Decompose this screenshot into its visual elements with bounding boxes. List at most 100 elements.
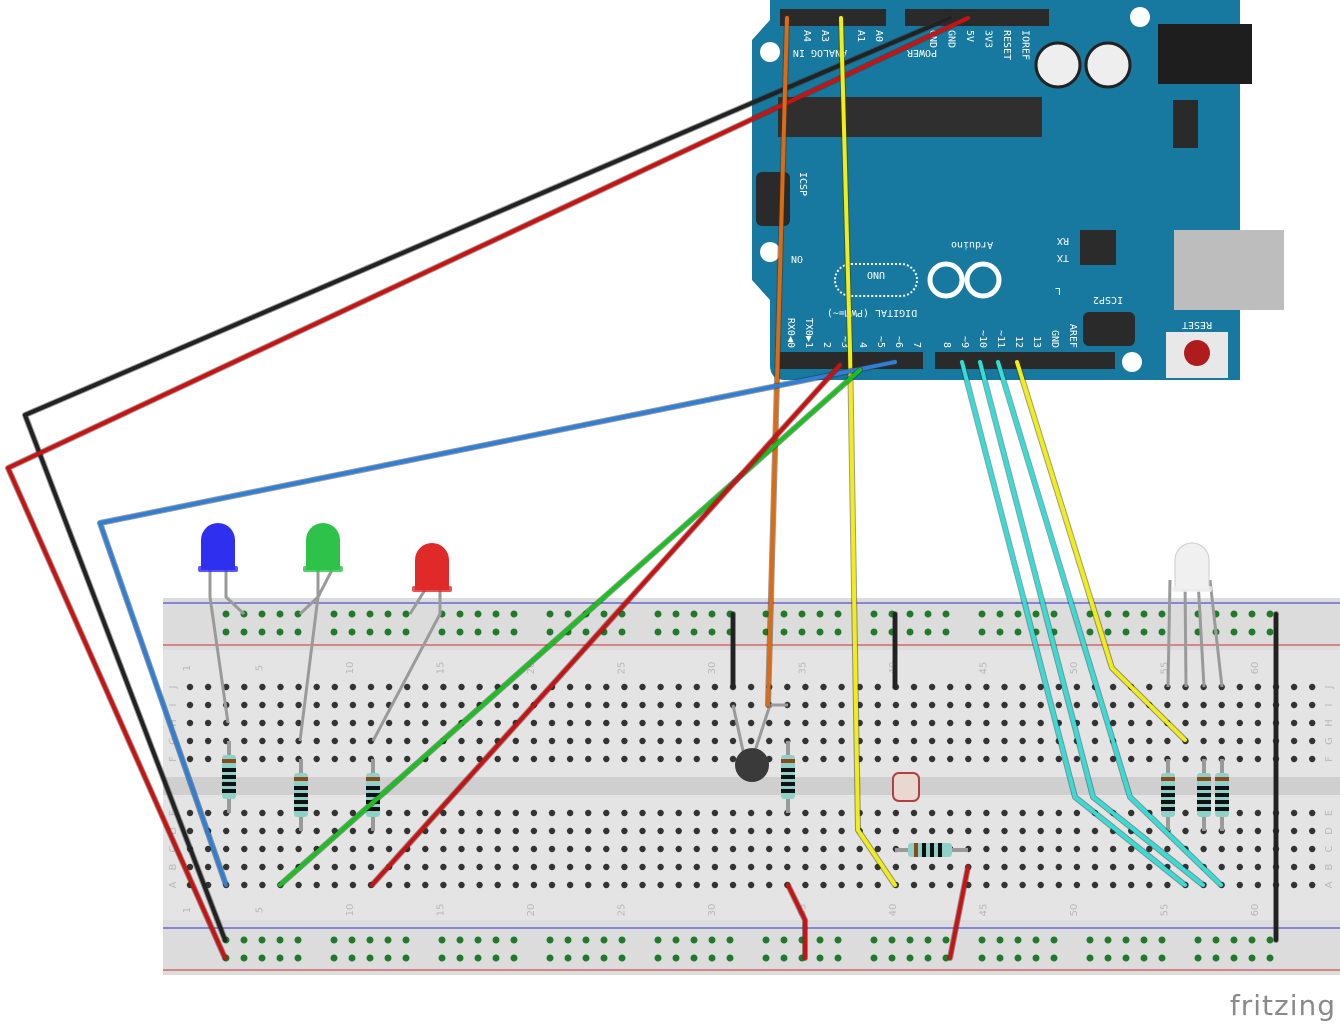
hole	[1236, 827, 1244, 835]
rail-hole	[996, 936, 1004, 944]
icsp-label: ICSP	[797, 172, 808, 196]
hole	[1091, 755, 1099, 763]
row-letter: D	[1324, 827, 1335, 835]
hole	[1309, 737, 1316, 745]
hole	[947, 755, 954, 763]
rail-hole	[240, 628, 248, 636]
hole	[204, 755, 212, 763]
hole	[1019, 755, 1026, 763]
hole	[223, 827, 230, 835]
hole	[1019, 701, 1026, 709]
hole	[874, 809, 881, 817]
rail-hole	[582, 954, 590, 962]
hole	[874, 827, 881, 835]
digital-pin-label: 4	[857, 342, 868, 348]
rail-hole	[456, 610, 464, 618]
hole	[802, 809, 809, 817]
rail-hole	[762, 936, 770, 944]
hole	[385, 755, 393, 763]
led-leg	[1208, 579, 1224, 688]
hole	[1200, 701, 1207, 709]
hole	[204, 809, 212, 817]
rail-hole	[1122, 954, 1130, 962]
hole	[928, 683, 936, 691]
hole	[856, 863, 863, 871]
hole	[1055, 827, 1063, 835]
resistor-band	[222, 768, 236, 772]
rail-hole	[348, 954, 356, 962]
hole	[747, 845, 755, 853]
rail-hole	[456, 936, 464, 944]
hole	[1055, 755, 1063, 763]
hole	[1254, 845, 1262, 853]
hole	[675, 881, 682, 889]
rail-hole	[438, 628, 446, 636]
row-letter: E	[1324, 810, 1335, 816]
hole	[1037, 881, 1044, 889]
hole	[947, 683, 954, 691]
hole	[621, 863, 628, 871]
hole	[693, 755, 700, 763]
rail-hole	[492, 936, 500, 944]
hole	[711, 881, 719, 889]
hole	[494, 755, 501, 763]
column-number: 60	[1250, 662, 1261, 675]
row-letter: A	[1324, 881, 1335, 888]
hole	[1182, 827, 1189, 835]
hole	[1091, 719, 1099, 727]
hole	[385, 683, 393, 691]
hole	[259, 881, 266, 889]
hole	[512, 683, 519, 691]
hole	[729, 719, 737, 727]
rail-hole	[708, 954, 716, 962]
hole	[422, 737, 429, 745]
rail-hole	[1014, 936, 1022, 944]
hole	[404, 827, 411, 835]
resistor-band	[781, 759, 795, 763]
column-number: 5	[254, 665, 265, 671]
analog-pin-label: A4	[801, 30, 812, 42]
resistor-band	[1215, 793, 1229, 797]
rail-hole	[366, 610, 374, 618]
rail-hole	[1104, 954, 1112, 962]
rail-hole	[672, 936, 680, 944]
digital-pin-label: ~10	[977, 330, 988, 348]
rail-hole	[906, 628, 914, 636]
hole	[331, 845, 338, 853]
led-red	[415, 543, 449, 590]
hole	[331, 737, 338, 745]
column-number: 15	[435, 904, 446, 917]
hole	[367, 719, 375, 727]
hole	[1146, 845, 1153, 853]
rail-hole	[672, 954, 680, 962]
hole	[928, 719, 936, 727]
resistor-band	[366, 793, 380, 797]
hole	[440, 827, 447, 835]
hole	[1200, 845, 1207, 853]
resistor-band	[1215, 800, 1229, 804]
hole	[1146, 863, 1153, 871]
hole	[856, 845, 863, 853]
hole	[747, 683, 755, 691]
rail-hole	[780, 936, 788, 944]
rail-hole	[348, 936, 356, 944]
wire-yellow	[1015, 360, 1187, 742]
rail-hole	[492, 954, 500, 962]
hole	[1037, 809, 1044, 817]
hole	[277, 845, 284, 853]
hole	[802, 863, 809, 871]
hole	[947, 701, 954, 709]
hole	[1055, 881, 1063, 889]
row-letter: B	[1324, 863, 1335, 870]
hole	[874, 881, 881, 889]
hole	[1037, 755, 1044, 763]
hole	[1290, 737, 1298, 745]
reset-button[interactable]	[1184, 340, 1210, 366]
hole	[910, 863, 918, 871]
breadboard-holes	[186, 610, 1316, 962]
arduino-logo-icon	[927, 261, 1002, 299]
hole	[711, 827, 719, 835]
hole	[241, 719, 248, 727]
column-number: 1	[182, 907, 193, 913]
hole	[530, 683, 538, 691]
